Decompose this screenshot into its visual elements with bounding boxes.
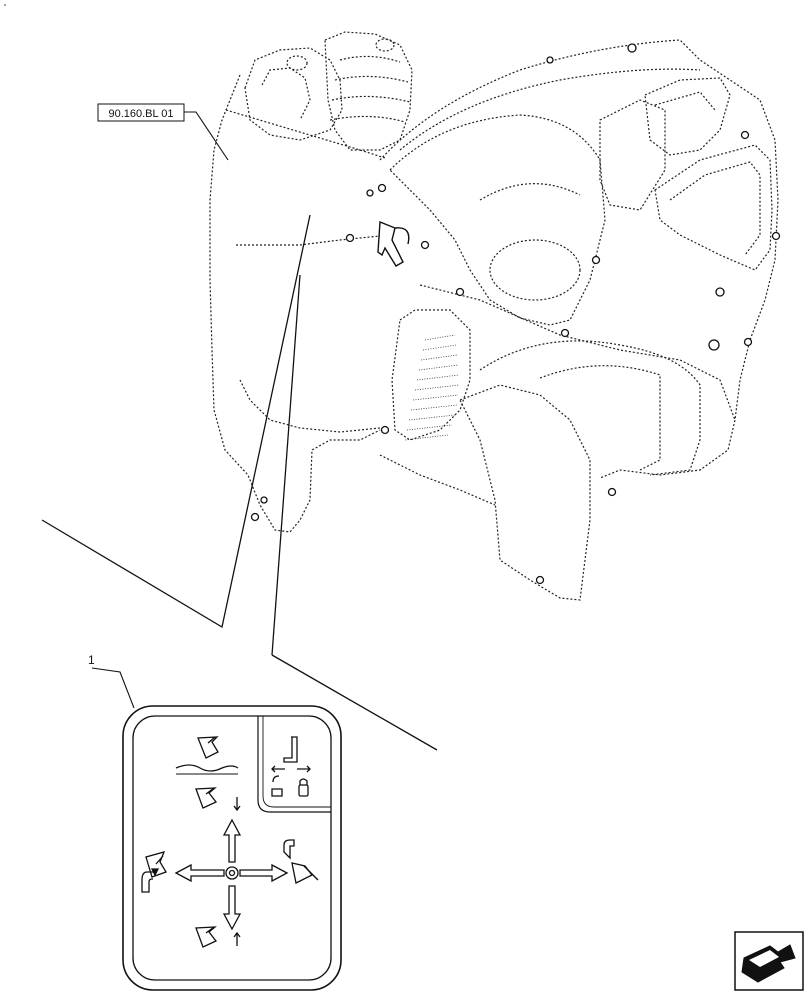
corner-mark (4, 4, 6, 6)
bucket-raise-icon (195, 926, 241, 948)
bucket-curl-icon (141, 851, 167, 893)
bucket-float-icon (175, 736, 239, 775)
section-cut-lines (41, 214, 438, 751)
brand-logo-mark (377, 220, 410, 267)
callout-leader-line (91, 667, 135, 709)
reference-label-box[interactable]: 90.160.BL 01 (97, 103, 185, 122)
bucket-lower-icon (195, 787, 241, 812)
next-page-arrow-icon[interactable] (734, 931, 804, 991)
decal-inner-border (132, 715, 332, 981)
reference-label-text: 90.160.BL 01 (108, 108, 173, 120)
hitch-lock-icon (271, 736, 311, 797)
speaker-grille (404, 334, 460, 441)
decal-inset-panel (257, 716, 331, 813)
joystick-direction-icon (174, 818, 289, 931)
callout-number: 1 (88, 653, 95, 667)
control-pattern-decal[interactable] (122, 705, 342, 991)
reference-leader-line (184, 111, 229, 161)
fasteners (250, 43, 781, 585)
cab-console-assembly (209, 31, 779, 601)
bucket-dump-icon (283, 839, 319, 884)
callout-marker: 1 (88, 653, 135, 709)
